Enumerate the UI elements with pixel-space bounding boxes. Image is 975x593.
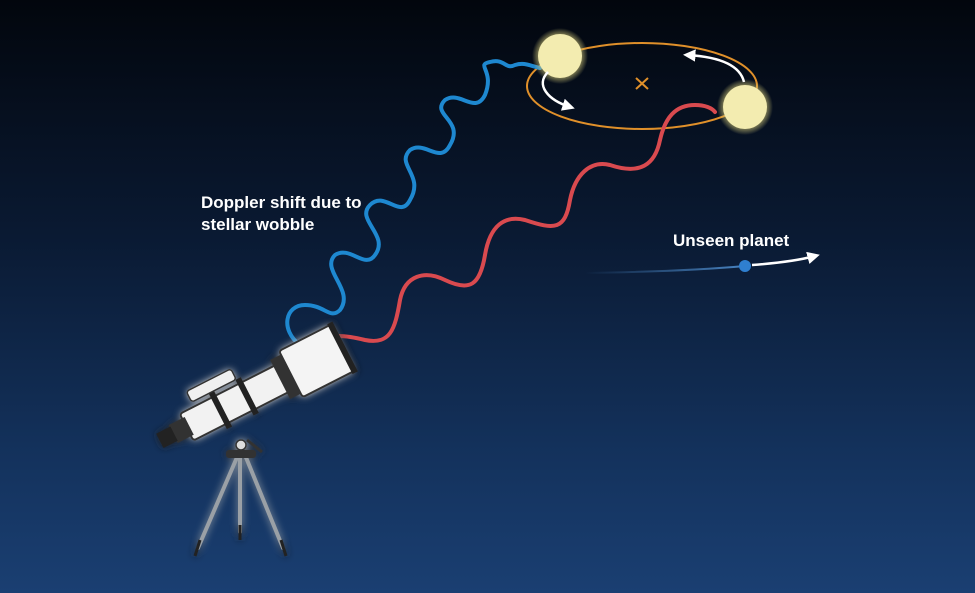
telescope-icon [156,321,358,557]
orbit-arrow-left [541,71,575,111]
redshift-wave [311,102,717,357]
doppler-label: Doppler shift due to stellar wobble [201,192,362,236]
center-of-mass-icon [635,77,649,90]
planet-trail [584,265,746,274]
planet-direction-arrow [751,251,820,267]
unseen-planet [739,260,751,272]
orbit-arrow-right [683,49,746,83]
doppler-label-line2: stellar wobble [201,215,315,234]
blueshift-wave [285,59,542,347]
doppler-label-line1: Doppler shift due to [201,193,362,212]
planet-label: Unseen planet [673,231,790,250]
